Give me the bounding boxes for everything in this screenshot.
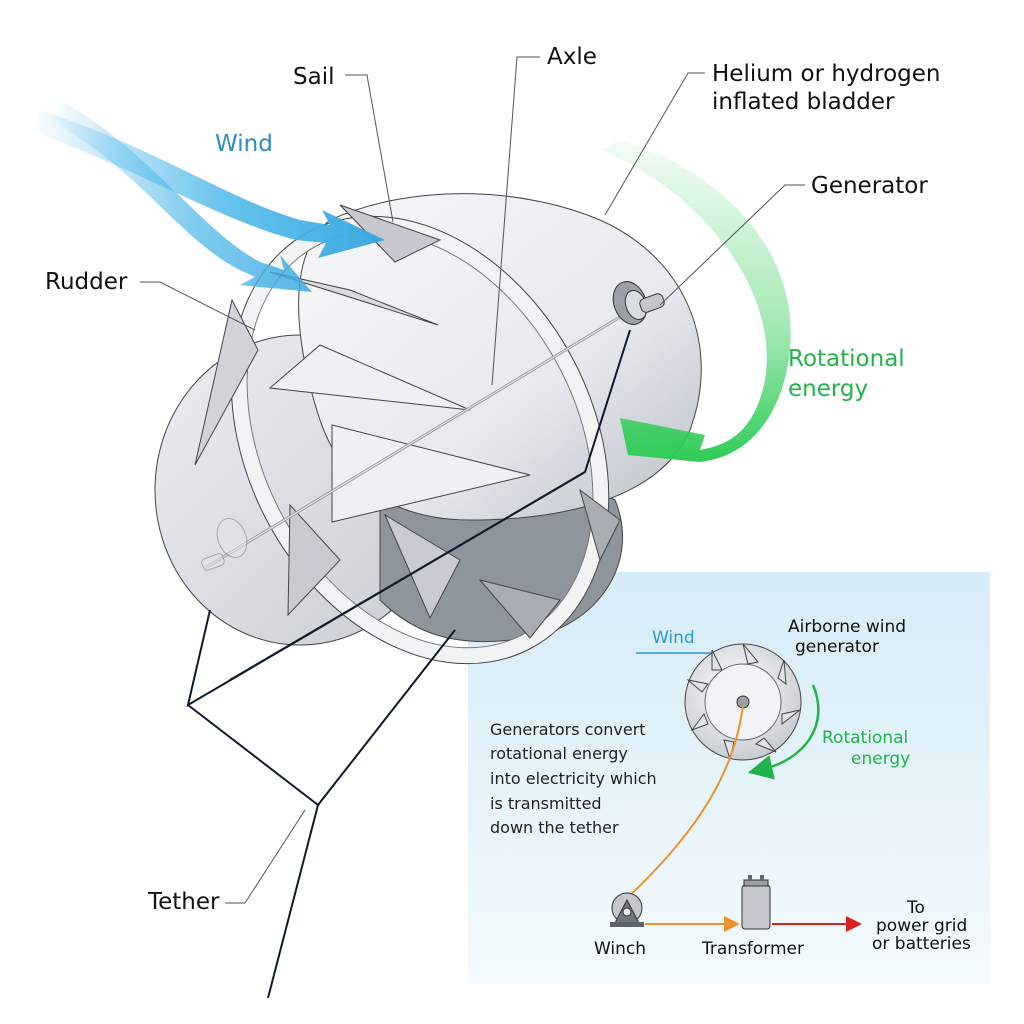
label-wind: Wind [215,131,273,157]
inset-description-line: into electricity which [490,769,657,788]
inset-tether-cable [624,704,744,901]
tether [186,329,631,999]
inset-label-rotational-line1: Rotational [822,728,908,748]
mini-generator [684,643,802,761]
inset-destination-line: power grid [876,916,967,936]
label-rotational-line1: Rotational [788,346,905,372]
leader-lines [140,56,805,904]
inset-destination-line: To [906,898,925,918]
inset-content: Wind Airborne wind generator Rotational … [490,617,971,959]
rotational-energy-arrow [600,140,791,462]
rear-generator [201,518,248,571]
label-bladder-line1: Helium or hydrogen [712,61,941,87]
label-tether: Tether [147,889,220,915]
tether-line [187,704,320,999]
wind-arrows [30,100,385,292]
label-axle: Axle [547,44,597,70]
inset-label-airborne-line1: Airborne wind [788,617,906,637]
inset-label-transformer: Transformer [701,939,804,959]
sail-blade [269,271,439,326]
transformer-icon [741,875,771,930]
tether-line [229,471,586,681]
sail-blade [268,344,471,411]
sail-blade [331,424,531,523]
label-generator: Generator [811,173,928,199]
inset-description-line: Generators convert [490,720,646,739]
inset-description-line: is transmitted [490,794,602,813]
inset-rotation-arrow [747,684,820,780]
inset-panel [468,572,990,984]
tether-line [317,629,456,806]
label-rotational-line2: energy [788,376,868,402]
sail-blade [287,503,341,617]
sail-blade [579,488,621,562]
inset-description-line: down the tether [490,818,619,837]
winch-icon [610,892,644,927]
sails [194,204,621,639]
inset-label-wind: Wind [652,628,695,648]
inset-label-rotational-line2: energy [851,749,910,769]
label-bladder-line2: inflated bladder [712,89,895,115]
inset-description-line: rotational energy [490,744,628,763]
wind-arrow-lower [50,100,312,292]
inset-label-winch: Winch [594,939,646,959]
label-sail: Sail [293,64,334,90]
inset-label-airborne-line2: generator [795,637,879,657]
inset-destination-line: or batteries [872,934,971,954]
airborne-generator [154,193,702,665]
generator [612,281,665,325]
sail-blade [478,579,561,639]
label-rudder: Rudder [45,269,128,295]
